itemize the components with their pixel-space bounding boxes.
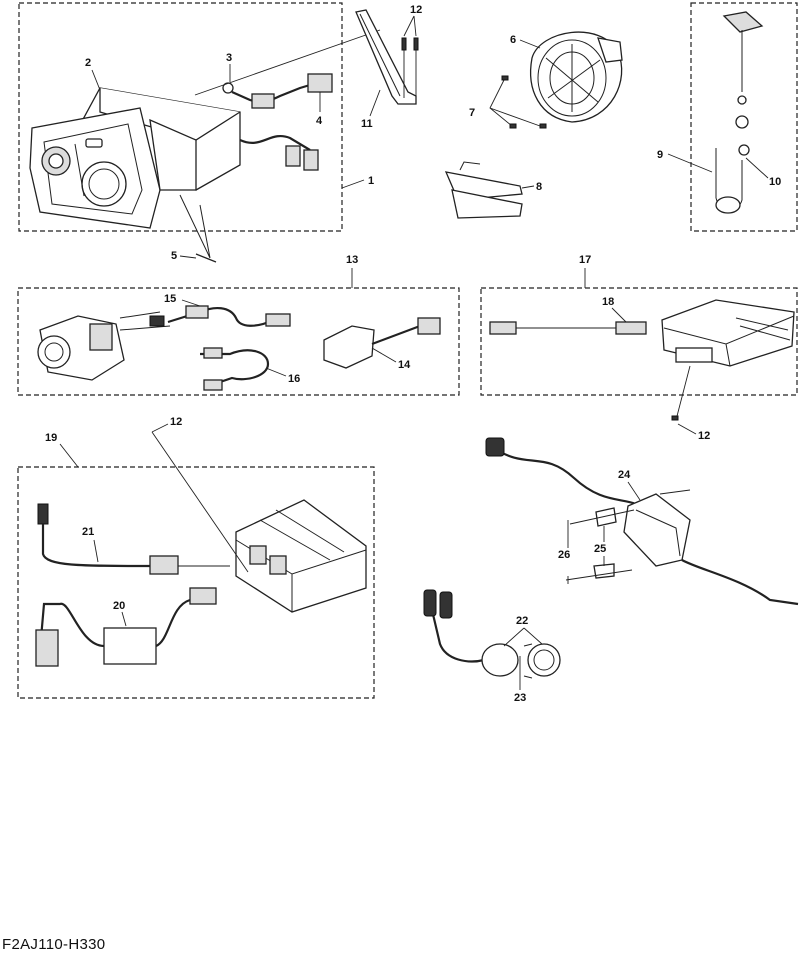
amplifier-19 [235, 499, 367, 613]
amplifier-17 [661, 299, 795, 367]
antenna-9 [715, 11, 764, 214]
callout-24: 24 [618, 469, 631, 481]
leader-11 [369, 89, 381, 117]
leader-12b [677, 423, 697, 435]
callout-2: 2 [85, 57, 91, 69]
screws-7 [489, 75, 547, 129]
callout-17: 17 [579, 254, 591, 266]
callout-3: 3 [226, 52, 232, 64]
leader-24 [627, 481, 641, 501]
cable-15 [167, 305, 291, 327]
assembly-box-19 [17, 466, 375, 699]
callout-19: 19 [45, 432, 57, 444]
cable-16 [200, 347, 270, 391]
mounting-bracket [355, 9, 419, 105]
mounting-clip-8 [444, 161, 523, 219]
assembly-box-17 [480, 287, 798, 396]
adapter-14 [323, 317, 441, 369]
callout-13: 13 [346, 254, 358, 266]
callout-26: 26 [558, 549, 570, 561]
leader-9 [667, 153, 713, 173]
assembly-box-9 [690, 2, 798, 232]
leader-18 [611, 307, 627, 323]
leader-19 [59, 443, 79, 468]
power-cable-21 [37, 503, 230, 575]
leader-5 [179, 255, 197, 259]
callout-18: 18 [602, 296, 614, 308]
callout-15: 15 [164, 293, 176, 305]
leader-12c-tip [151, 423, 169, 433]
callout-23: 23 [514, 692, 526, 704]
callout-12b: 12 [698, 430, 710, 442]
callout-20: 20 [113, 600, 125, 612]
assembly-box-1 [18, 2, 343, 232]
callout-7: 7 [469, 107, 475, 119]
callout-5: 5 [171, 250, 177, 262]
screw-5 [179, 194, 217, 263]
bracket-25 [565, 507, 635, 581]
figure-code: F2AJ110-H330 [2, 936, 106, 953]
leader-12a [403, 15, 417, 37]
callout-12a: 12 [410, 4, 422, 16]
callout-10: 10 [769, 176, 781, 188]
callout-21: 21 [82, 526, 94, 538]
leader-12c [151, 431, 249, 573]
callout-1: 1 [368, 175, 374, 187]
wiring-harness [194, 29, 381, 171]
callout-12c: 12 [170, 416, 182, 428]
leader-21 [93, 539, 99, 563]
leader-20 [121, 611, 127, 627]
callout-25: 25 [594, 543, 606, 555]
callout-4: 4 [316, 115, 323, 127]
gauge-adapter-13 [37, 311, 171, 381]
callout-14: 14 [398, 359, 411, 371]
gauge-22 [423, 589, 561, 679]
cable-18 [489, 321, 647, 335]
callout-22: 22 [516, 615, 528, 627]
leader-10 [745, 157, 769, 179]
screw-12-amp [671, 365, 691, 421]
leader-16 [265, 367, 287, 377]
callout-11: 11 [361, 118, 373, 130]
leader-8 [521, 185, 535, 189]
leader-6 [519, 39, 541, 49]
speaker-6 [530, 31, 623, 123]
leader-1 [341, 179, 365, 189]
leader-2 [91, 69, 101, 91]
stereo-head-unit [29, 87, 241, 229]
leader-22 [503, 627, 543, 647]
filter-20 [35, 587, 217, 667]
callout-6: 6 [510, 34, 516, 46]
callout-16: 16 [288, 373, 300, 385]
assembly-box-13 [17, 287, 460, 396]
callout-9: 9 [657, 149, 663, 161]
callout-8: 8 [536, 181, 542, 193]
remote-unit-24 [485, 437, 799, 606]
leader-14 [371, 347, 397, 363]
leader-15 [181, 299, 201, 307]
